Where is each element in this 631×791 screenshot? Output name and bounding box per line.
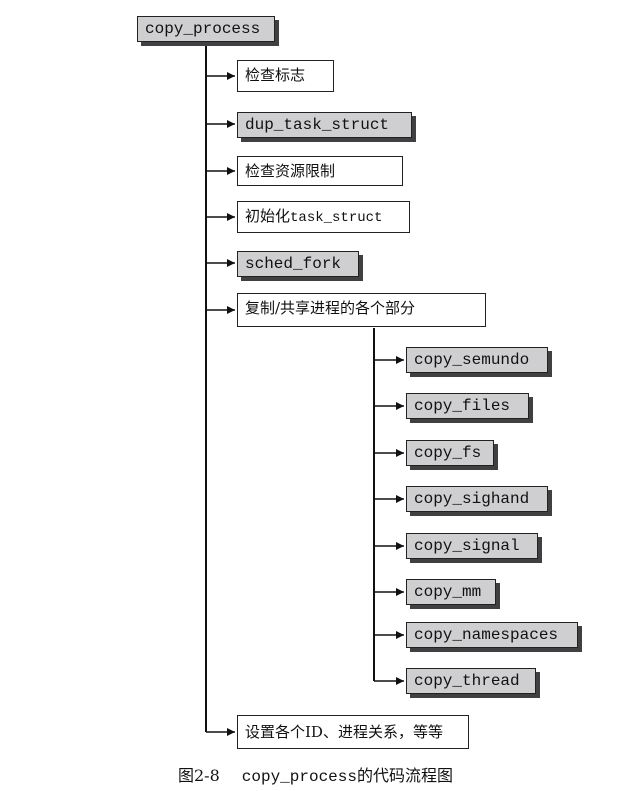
step-set-ids: 设置各个ID、进程关系，等等 — [237, 715, 469, 749]
step-check-resource-limits: 检查资源限制 — [237, 156, 403, 186]
sub-step-copy-signal: copy_signal — [406, 533, 538, 559]
sub-step-copy-semundo: copy_semundo — [406, 347, 548, 373]
step-check-flags: 检查标志 — [237, 60, 334, 92]
sub-step-copy-files: copy_files — [406, 393, 529, 419]
root-node-copy-process: copy_process — [137, 16, 275, 42]
step-init-task-struct: 初始化task_struct — [237, 201, 410, 233]
init-prefix-label: 初始化 — [245, 207, 291, 225]
sub-step-copy-namespaces: copy_namespaces — [406, 622, 578, 648]
task-struct-label: task_struct — [290, 210, 383, 226]
sub-step-copy-mm: copy_mm — [406, 579, 496, 605]
figure-caption: 图2-8 copy_process的代码流程图 — [0, 762, 631, 786]
caption-number: 图2-8 — [177, 766, 220, 785]
sub-step-copy-fs: copy_fs — [406, 440, 494, 466]
step-sched-fork: sched_fork — [237, 251, 359, 277]
step-copy-share-parts: 复制/共享进程的各个部分 — [237, 293, 486, 327]
step-dup-task-struct: dup_task_struct — [237, 112, 412, 138]
sub-step-copy-thread: copy_thread — [406, 668, 536, 694]
caption-suffix: 的代码流程图 — [356, 766, 453, 785]
sub-step-copy-sighand: copy_sighand — [406, 486, 548, 512]
caption-function: copy_process — [241, 768, 357, 786]
